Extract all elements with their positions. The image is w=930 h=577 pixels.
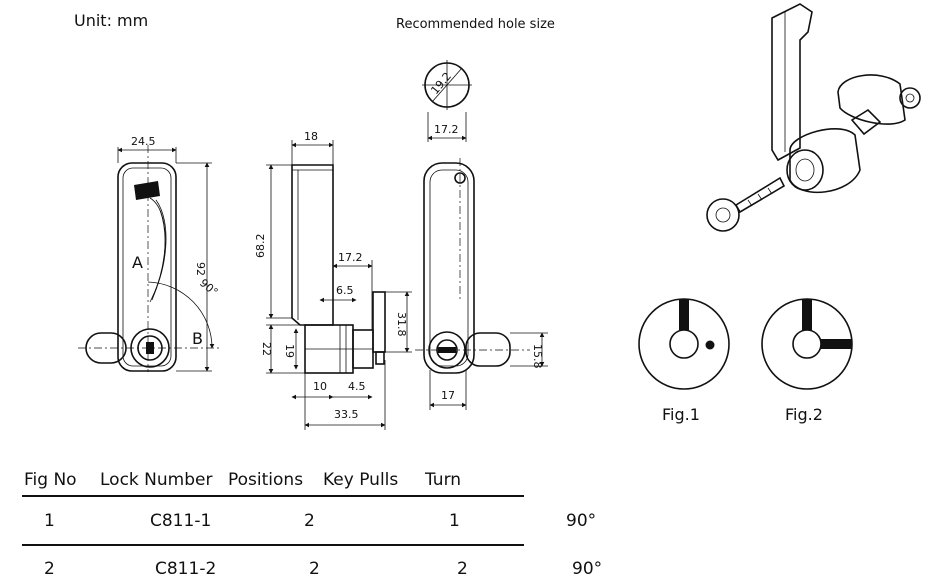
dim-17: 17 [441, 389, 455, 402]
dim-33-5: 33.5 [334, 408, 359, 421]
angle-dim: 90° [197, 276, 220, 298]
dim-19: 19 [283, 344, 296, 358]
row1-fig-no: 1 [44, 511, 55, 531]
hole-size-label: Recommended hole size [396, 17, 555, 32]
front-height-dim: 92 [194, 262, 207, 276]
back-view: 19.2 17.2 15.8 17 [415, 60, 548, 410]
row1-positions: 2 [304, 511, 315, 531]
side-width-dim: 18 [304, 130, 318, 143]
dim-15-8: 15.8 [531, 344, 544, 369]
side-view: 18 68.2 17.2 6.5 31.8 22 19 10 4.5 33.5 [254, 130, 412, 430]
row2-positions: 2 [309, 559, 320, 577]
spec-table: Fig No Lock Number Positions Key Pulls T… [22, 470, 602, 577]
product-isometric [706, 3, 921, 232]
header-fig-no: Fig No [24, 470, 77, 490]
row2-turn: 90° [572, 559, 602, 577]
dim-4-5: 4.5 [348, 380, 366, 393]
label-a: A [132, 253, 143, 272]
unit-label: Unit: mm [74, 11, 148, 30]
row2-lock-number: C811-2 [155, 559, 216, 577]
fig2-diagram: Fig.2 [761, 298, 853, 424]
fig2-label: Fig.2 [785, 405, 823, 424]
row1-turn: 90° [566, 511, 596, 531]
cyl-dim: 17.2 [338, 251, 363, 264]
front-width-dim: 24.5 [131, 135, 156, 148]
row2-fig-no: 2 [44, 559, 55, 577]
fig1-label: Fig.1 [662, 405, 700, 424]
header-positions: Positions [228, 470, 303, 490]
hole-dia: 19.2 [428, 70, 454, 97]
row2-key-pulls: 2 [457, 559, 468, 577]
side-height-dim: 68.2 [254, 234, 267, 259]
fig1-diagram: Fig.1 [638, 298, 730, 424]
front-view: 24.5 92 90° A B [78, 135, 222, 372]
dim-6-5: 6.5 [336, 284, 354, 297]
header-lock-number: Lock Number [100, 470, 212, 490]
header-key-pulls: Key Pulls [323, 470, 398, 490]
hole-width: 17.2 [434, 123, 459, 136]
dim-22: 22 [260, 342, 273, 356]
row1-lock-number: C811-1 [150, 511, 211, 531]
dim-10: 10 [313, 380, 327, 393]
dim-31-8: 31.8 [395, 312, 408, 337]
header-turn: Turn [424, 470, 461, 490]
label-b: B [192, 329, 203, 348]
row1-key-pulls: 1 [449, 511, 460, 531]
